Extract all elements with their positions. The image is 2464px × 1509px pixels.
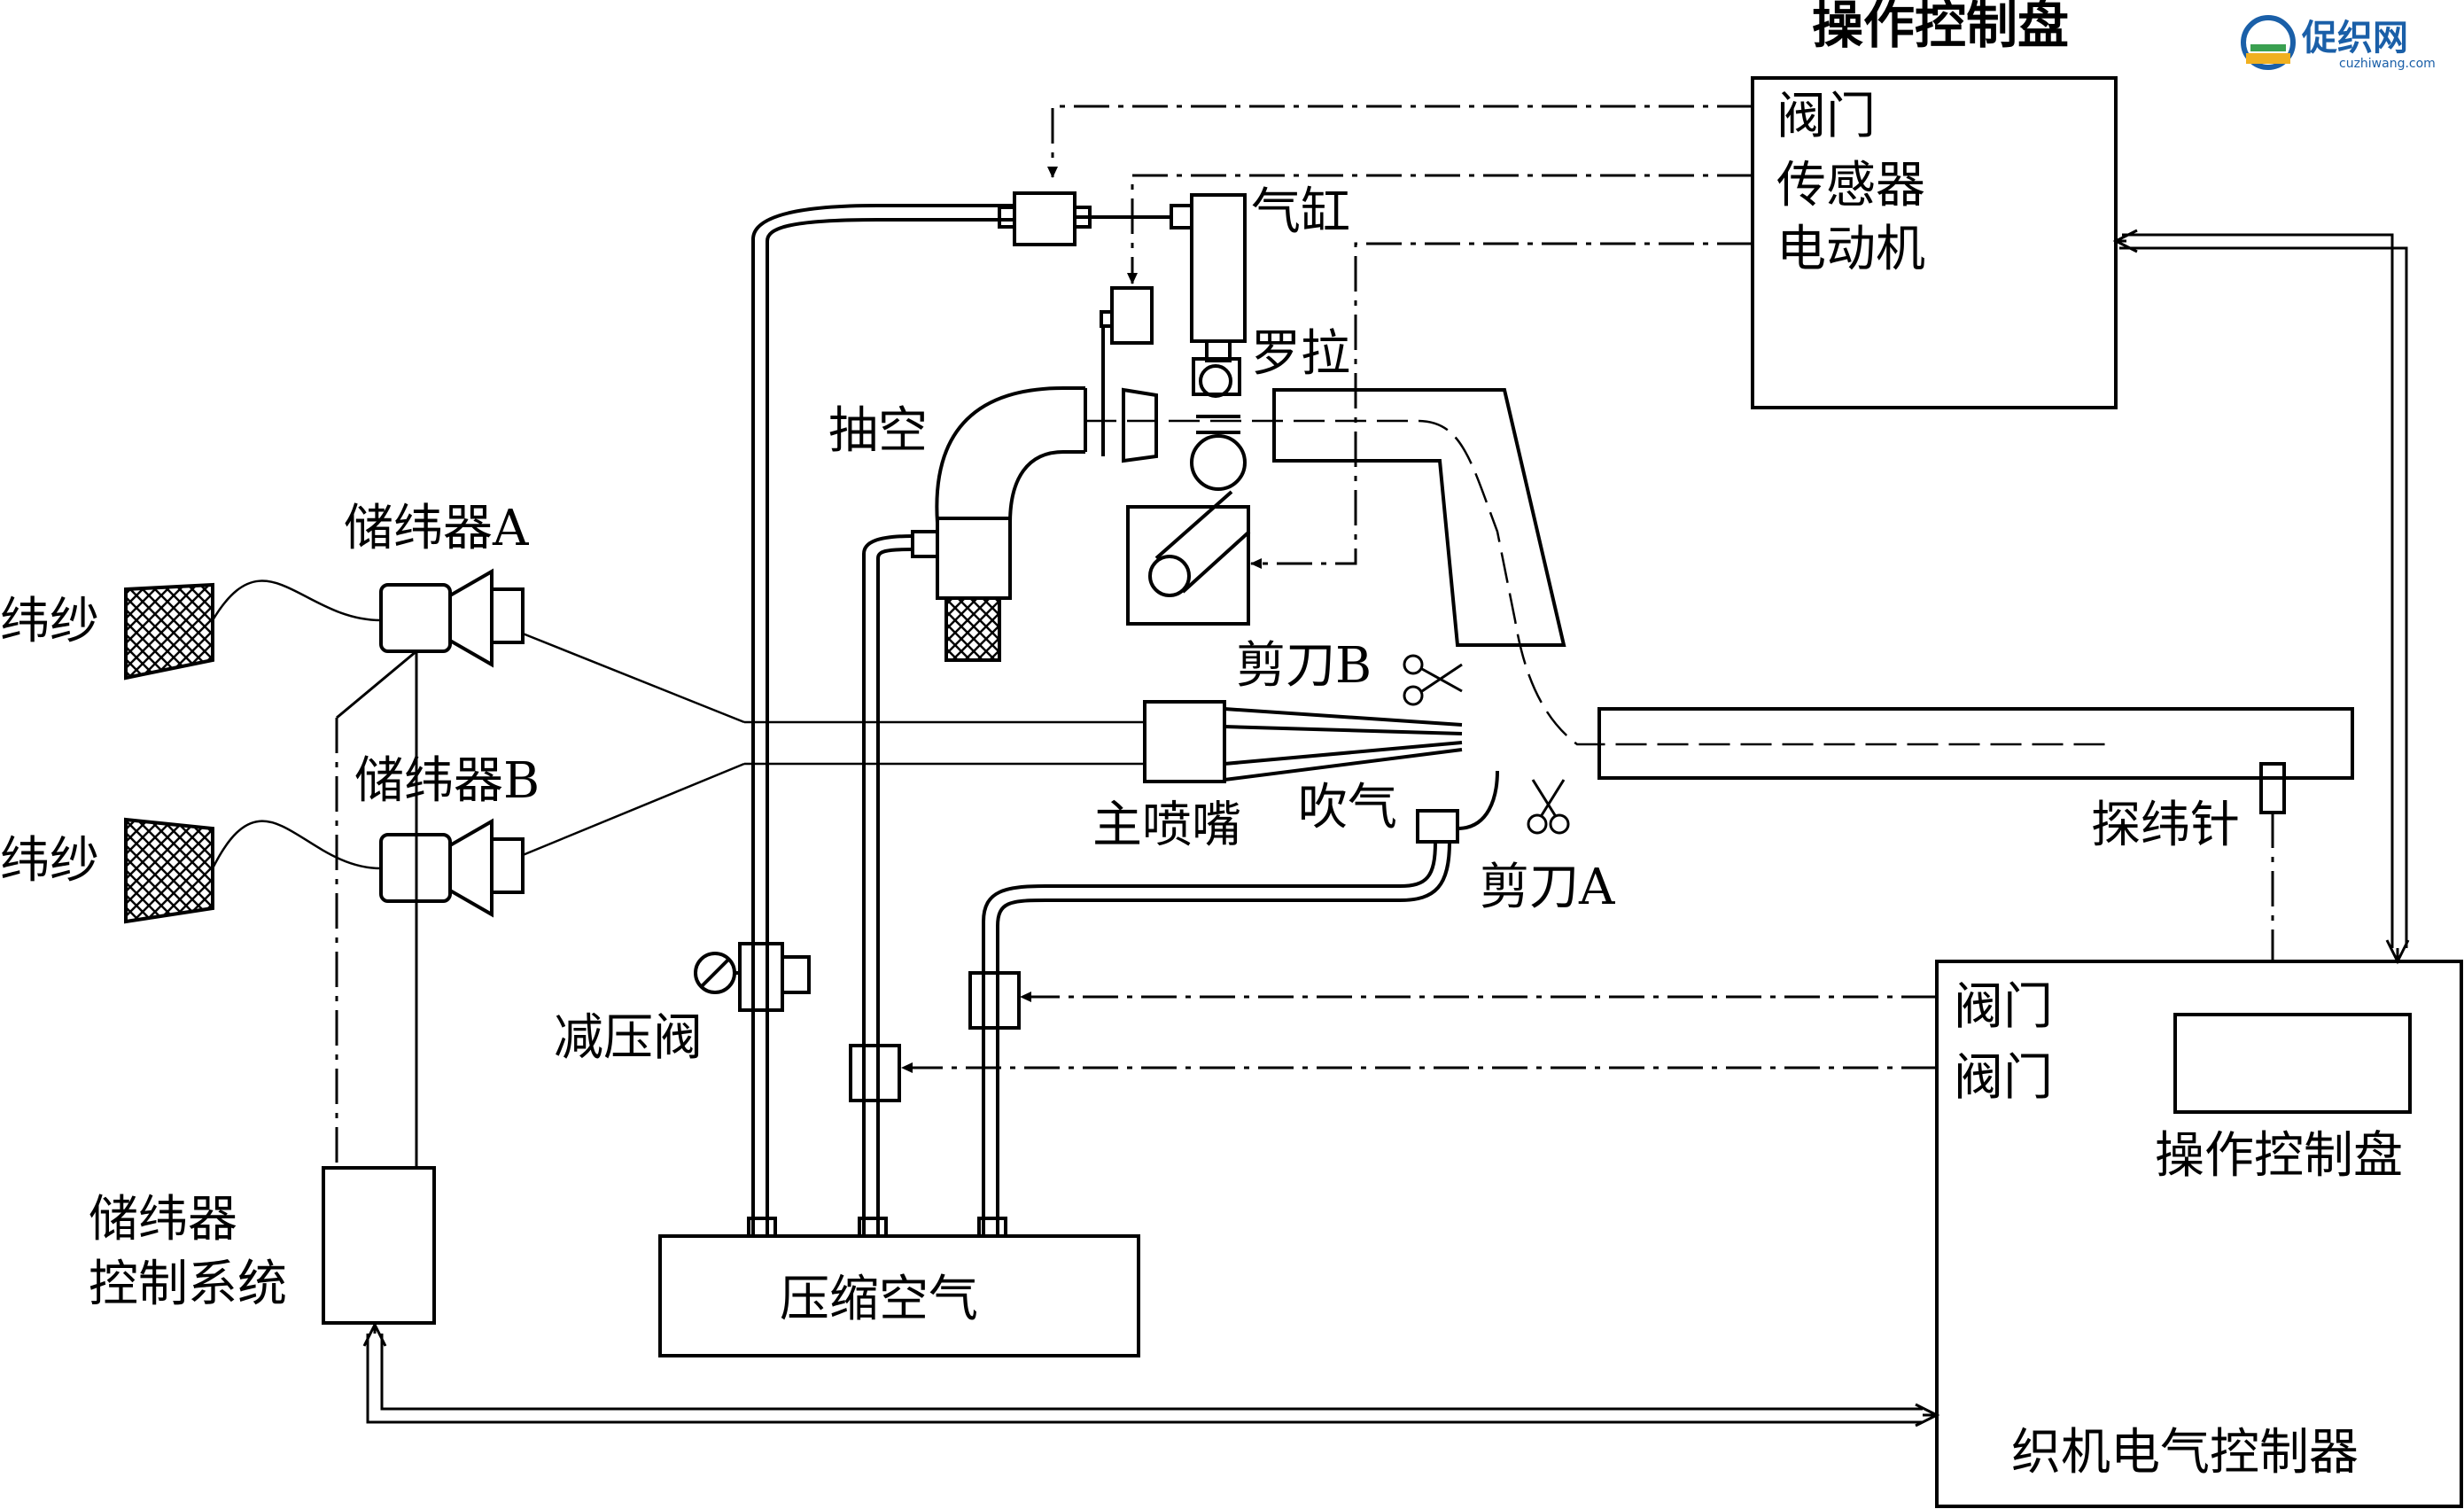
gauge-needle [700,958,730,988]
main-nozzle-tubes [1224,707,1463,782]
top-roller [1199,364,1232,398]
label-blow: 吹气 [1298,779,1397,836]
yarn-package-b [124,817,214,924]
acc-a-branch [336,649,417,719]
port-2 [858,1217,888,1238]
logo: 促织网 cuzhiwang.com [2241,15,2436,71]
label-accumulator-ctrl-1: 储纬器 [89,1191,237,1248]
cylinder-port [1170,204,1193,229]
suction-box [936,517,1012,600]
logo-url: cuzhiwang.com [2339,57,2436,71]
air-pipe-1a [751,204,1014,1236]
label-valve-2: 阀门 [1954,1049,2053,1107]
motor-pulley [1148,555,1191,597]
logo-name: 促织网 [2301,18,2408,58]
label-control-panel-inner: 操作控制盘 [2155,1127,2403,1185]
accumulator-control-box [322,1166,436,1325]
label-pressure-valve: 减压阀 [554,1009,703,1067]
sensor-body [1110,286,1154,345]
label-roller: 罗拉 [1251,325,1350,383]
port-3 [977,1217,1007,1238]
label-motor: 电动机 [1776,221,1925,278]
compressed-air-box [658,1234,1140,1357]
label-main-nozzle: 主喷嘴 [1092,797,1241,854]
label-scissors-a: 剪刀A [1480,859,1615,916]
label-cylinder: 气缸 [1251,183,1350,241]
scissors-b-icon [1403,654,1463,706]
logo-gear-icon [2241,15,2296,70]
suction-port [911,530,939,558]
bus-connections [362,229,2410,1427]
label-valve-1: 阀门 [1954,978,2053,1036]
scissors-a-icon [1527,779,1570,835]
loom-controller-box [1935,960,2463,1508]
weft-yarn-path [1085,419,2109,746]
accumulator-b [379,818,525,918]
label-yarn-2: 纬纱 [0,832,99,890]
air-pipe-3a [982,841,1437,1236]
signal-lines [901,105,2274,1073]
label-compressed-air: 压缩空气 [780,1271,978,1328]
weft-path-b [522,762,745,857]
weft-path-a [522,632,745,724]
label-accumulator-a: 储纬器A [344,500,529,557]
reed-channel [1272,388,1566,647]
label-control-panel-top: 操作控制盘 [1812,0,2069,55]
weft-probe-body [2259,762,2286,814]
air-pipe-3b [996,841,1451,1236]
label-valve: 阀门 [1776,88,1876,145]
port-1 [747,1217,777,1238]
suction-elbow-outer [935,386,1085,532]
label-sensor: 传感器 [1776,157,1925,214]
yarn-package-a [124,582,214,681]
inner-panel-box [2173,1013,2412,1114]
label-weft-probe: 探纬针 [2091,797,2240,854]
label-suction: 抽空 [828,402,928,460]
air-pipe-1b [766,218,1014,1236]
valve-top-port-r [1073,206,1092,229]
blow-tube [1457,770,1499,830]
valve-top [1013,191,1077,246]
air-pipe-2b [876,548,913,1236]
pressure-valve-body [738,942,784,1012]
label-accumulator-b: 储纬器B [354,752,540,810]
pressure-valve-port [781,955,811,994]
yarn-guide-left [1122,387,1158,463]
accumulator-a [379,568,525,668]
label-loom-controller: 织机电气控制器 [2011,1424,2359,1482]
valve-3 [968,971,1021,1030]
suction-filter [944,596,1001,662]
cylinder-body [1190,193,1247,343]
suction-elbow-inner [1008,450,1085,532]
label-scissors-b: 剪刀B [1236,637,1372,695]
drive-roller [1190,434,1247,491]
motor-box [1126,505,1250,626]
blow-nozzle [1416,809,1459,844]
yarn-line-b [211,820,382,870]
sensor-tip [1100,310,1114,328]
label-accumulator-ctrl-2: 控制系统 [89,1256,287,1313]
yarn-line-a [211,579,382,622]
label-yarn-1: 纬纱 [0,593,99,650]
main-nozzle-body [1143,700,1226,783]
air-pipe-2a [862,534,913,1236]
valve-top-port-l [998,206,1016,229]
belt [1154,490,1251,594]
valve-2 [849,1044,901,1102]
